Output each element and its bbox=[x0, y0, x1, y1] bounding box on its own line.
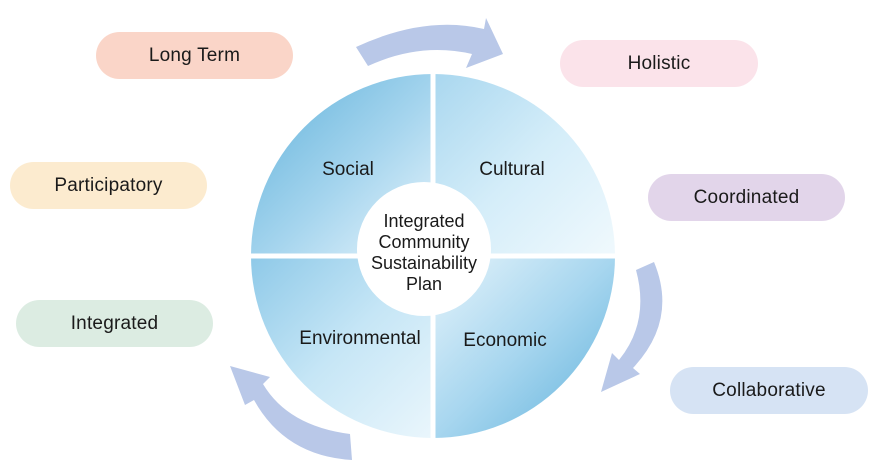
center-label-line-2: Community bbox=[378, 232, 469, 252]
quadrant-label-cultural: Cultural bbox=[479, 159, 544, 180]
principle-participatory: Participatory bbox=[10, 162, 207, 209]
principle-long-term: Long Term bbox=[96, 32, 293, 79]
center-label-line-3: Sustainability bbox=[371, 253, 477, 273]
arrow-right-icon bbox=[601, 262, 663, 392]
arrow-top-icon bbox=[356, 18, 503, 68]
quadrant-label-environmental: Environmental bbox=[299, 328, 420, 349]
principle-coordinated: Coordinated bbox=[648, 174, 845, 221]
arrow-bottom-left-icon bbox=[230, 366, 352, 460]
principle-integrated: Integrated bbox=[16, 300, 213, 347]
quadrant-economic bbox=[433, 256, 615, 438]
center-label-line-4: Plan bbox=[406, 274, 442, 294]
quadrant-label-social: Social bbox=[322, 159, 374, 180]
center-circle bbox=[357, 182, 491, 316]
principle-holistic: Holistic bbox=[560, 40, 758, 87]
quadrant-label-economic: Economic bbox=[463, 330, 546, 351]
principle-collaborative: Collaborative bbox=[670, 367, 868, 414]
center-label-line-1: Integrated bbox=[383, 211, 464, 231]
